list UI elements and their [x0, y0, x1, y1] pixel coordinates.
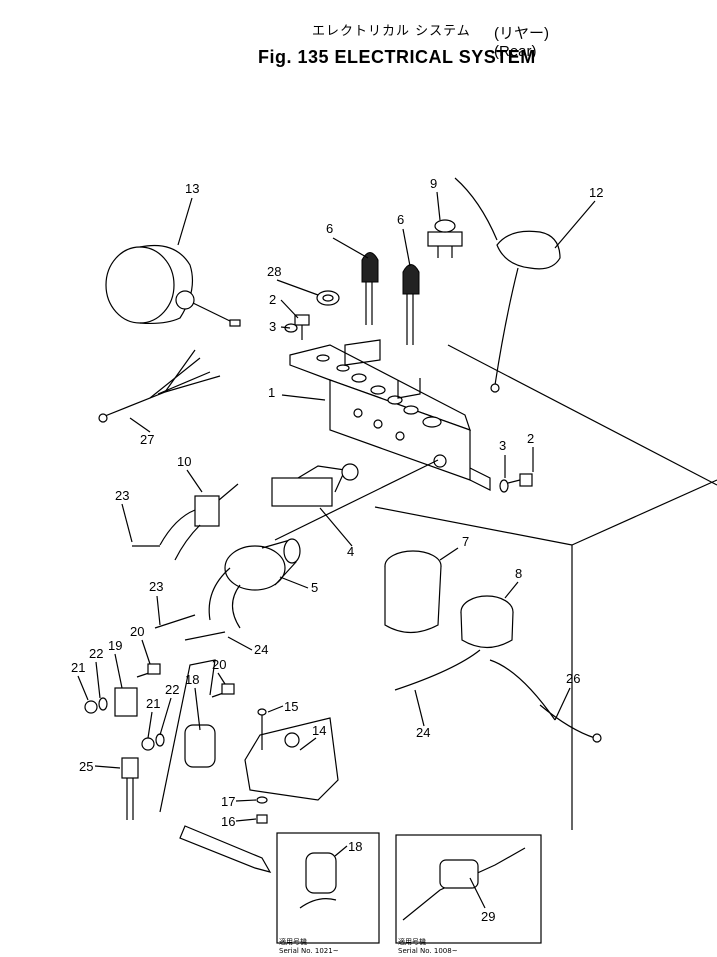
bolt-part-2-left	[294, 314, 310, 340]
callout-leaders	[77, 191, 596, 909]
inset-left	[276, 832, 380, 944]
callout-28: 28	[267, 264, 281, 279]
title-japanese: エレクトリカル システム	[312, 24, 471, 39]
gauge-part-7	[384, 550, 442, 634]
callout-21-left: 21	[71, 660, 85, 675]
callout-2-right: 2	[527, 431, 534, 446]
screw-part-15	[257, 708, 267, 750]
indicator-lamp-part-6-left	[361, 252, 379, 325]
toggle-switch-part-10	[159, 483, 239, 561]
callout-12: 12	[589, 185, 603, 200]
assembly-lines	[274, 344, 717, 830]
figure-title: Fig. 135 ELECTRICAL SYSTEM	[258, 47, 536, 67]
wire-part-24-upper	[184, 631, 226, 641]
washer-part-22-left	[98, 697, 108, 711]
washer-part-3-right	[499, 479, 509, 493]
callout-29: 29	[481, 909, 495, 924]
bolt-part-20-right	[211, 683, 235, 698]
nut-part-16	[256, 814, 268, 824]
callout-16: 16	[221, 814, 235, 829]
callout-23-lower: 23	[149, 579, 163, 594]
callout-22-right: 22	[165, 682, 179, 697]
solenoid-part-18	[159, 659, 216, 813]
gauge-part-8	[394, 595, 556, 721]
wire-harness-part-27	[98, 349, 221, 423]
inset-right	[395, 834, 542, 944]
indicator-lamp-part-6-right	[402, 264, 420, 345]
callout-27: 27	[140, 432, 154, 447]
callout-13: 13	[185, 181, 199, 196]
inset-right-caption-en: Serial No. 1008~	[398, 947, 458, 955]
callout-1: 1	[268, 385, 275, 400]
callout-3-right: 3	[499, 438, 506, 453]
title-variant-en: Rear	[499, 43, 532, 60]
callout-24-upper: 24	[254, 642, 268, 657]
bracket-part-1	[289, 339, 491, 491]
callout-17: 17	[221, 794, 235, 809]
callout-3-left: 3	[269, 319, 276, 334]
grommet-part-28	[316, 290, 340, 306]
callout-18: 18	[185, 672, 199, 687]
inset-right-caption-jp: 適用号機	[398, 937, 426, 946]
nut-part-21-left	[84, 700, 98, 714]
callout-18-inset: 18	[348, 839, 362, 854]
connector-part-25	[121, 757, 139, 820]
washer-part-17	[256, 796, 268, 804]
callout-2-left: 2	[269, 292, 276, 307]
title-variant: (リヤー) (Rear)	[494, 25, 550, 60]
wire-part-26	[539, 704, 602, 743]
callout-20-left: 20	[130, 624, 144, 639]
callout-6-left: 6	[326, 221, 333, 236]
clamp-part-12	[454, 177, 561, 393]
callout-10: 10	[177, 454, 191, 469]
callout-22-left: 22	[89, 646, 103, 661]
callout-15: 15	[284, 699, 298, 714]
title-variant-jp: リヤー	[499, 25, 545, 42]
callout-5: 5	[311, 580, 318, 595]
callout-7: 7	[462, 534, 469, 549]
inset-left-caption-jp: 適用号機	[279, 937, 307, 946]
bolt-part-20-left	[136, 663, 161, 678]
callout-24-lower: 24	[416, 725, 430, 740]
nut-part-21-right	[141, 737, 155, 751]
callout-6-right: 6	[397, 212, 404, 227]
callout-14: 14	[312, 723, 326, 738]
callout-8: 8	[515, 566, 522, 581]
switch-part-4	[271, 463, 359, 507]
wire-part-23-lower	[154, 614, 196, 629]
callout-9: 9	[430, 176, 437, 191]
relay-part-19	[114, 687, 138, 717]
callout-19: 19	[108, 638, 122, 653]
direction-arrow	[179, 825, 272, 873]
callout-20-right: 20	[212, 657, 226, 672]
callout-26: 26	[566, 671, 580, 686]
push-switch-part-9	[427, 219, 463, 258]
key-switch-part-5	[208, 538, 301, 629]
work-lamp-part-13	[105, 244, 241, 327]
callout-23-upper: 23	[115, 488, 129, 503]
callout-21-right: 21	[146, 696, 160, 711]
washer-part-22-right	[155, 733, 165, 747]
callout-4: 4	[347, 544, 354, 559]
inset-left-caption-en: Serial No. 1021~	[279, 947, 339, 955]
bolt-part-2-right	[507, 473, 533, 487]
callout-25: 25	[79, 759, 93, 774]
